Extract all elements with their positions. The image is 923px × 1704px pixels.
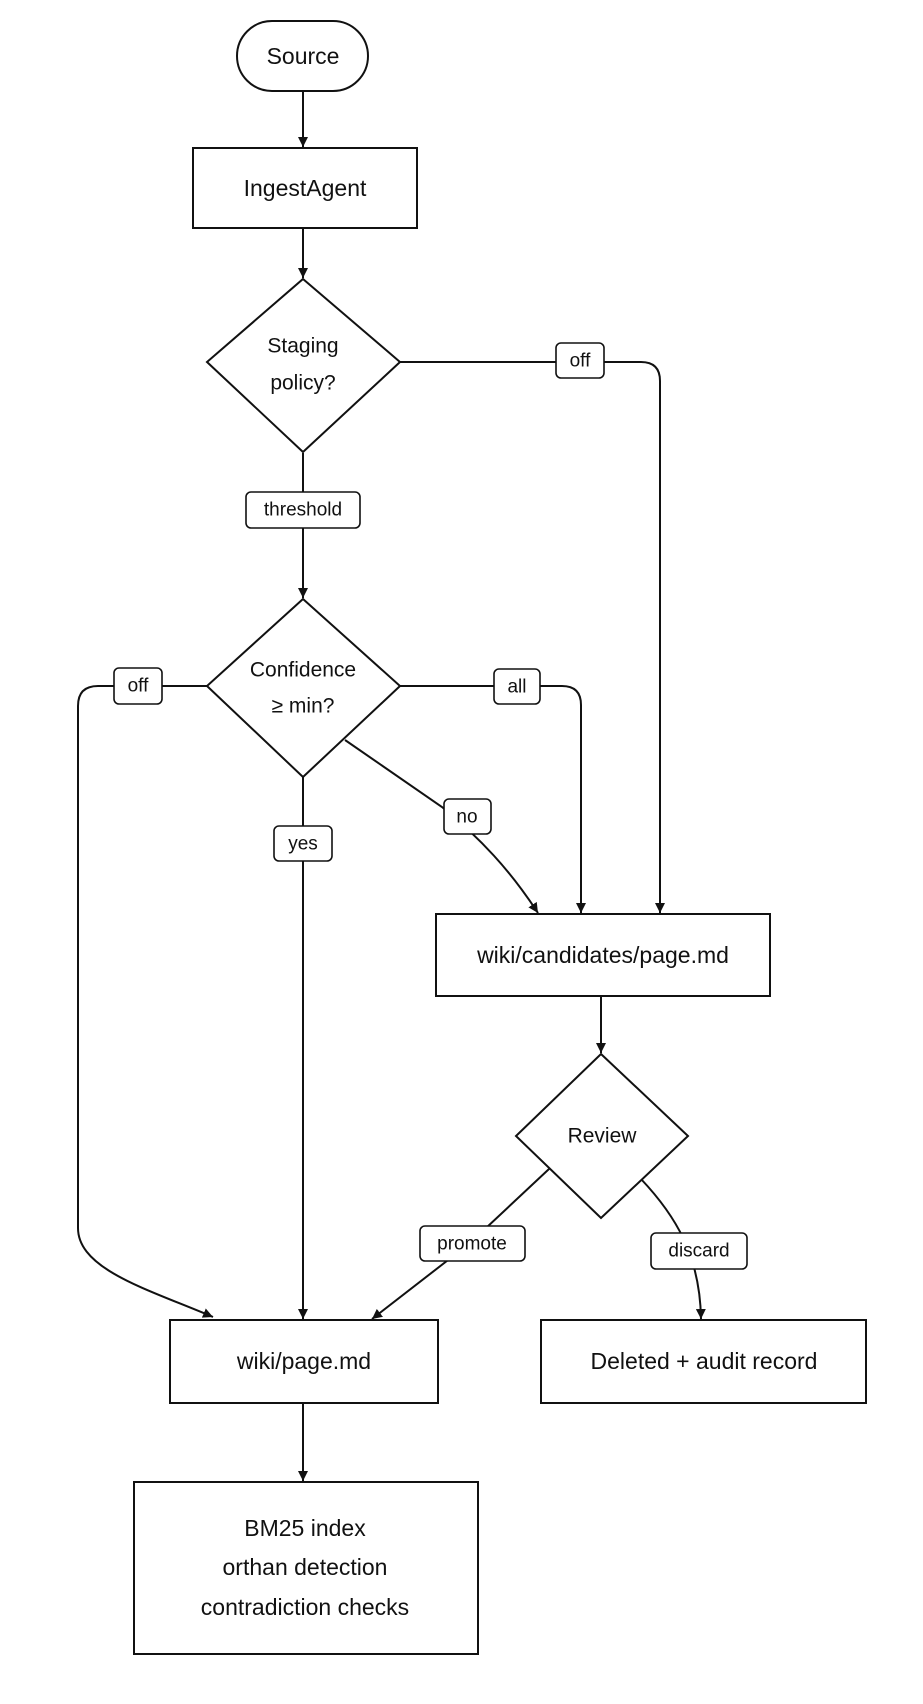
edge-label-confidence-off: off xyxy=(113,667,163,705)
staging-policy-label-line1: Staging xyxy=(267,335,338,358)
confidence-label-line1: Confidence xyxy=(250,659,356,682)
edge-confidence-no-to-candidates xyxy=(344,739,539,914)
edge-label-review-promote-text: promote xyxy=(437,1234,507,1255)
staging-policy-label-line2: policy? xyxy=(270,372,335,395)
staging-policy-decision: Staging policy? xyxy=(205,277,402,454)
edge-label-review-promote: promote xyxy=(419,1225,526,1262)
wiki-page-node: wiki/page.md xyxy=(169,1319,439,1404)
edge-label-confidence-no: no xyxy=(443,798,492,835)
edge-label-confidence-all-text: all xyxy=(507,677,526,698)
edge-label-review-discard-text: discard xyxy=(668,1241,729,1262)
index-node: BM25 index orthan detection contradictio… xyxy=(133,1481,479,1655)
ingest-agent-node: IngestAgent xyxy=(192,147,418,229)
edge-label-confidence-off-text: off xyxy=(128,676,150,697)
review-label: Review xyxy=(568,1125,638,1148)
edge-label-staging-threshold-text: threshold xyxy=(264,500,342,521)
index-label-line2: orthan detection xyxy=(223,1554,388,1580)
candidates-page-label: wiki/candidates/page.md xyxy=(476,942,729,968)
review-decision: Review xyxy=(514,1052,690,1220)
deleted-node: Deleted + audit record xyxy=(540,1319,867,1404)
candidates-page-node: wiki/candidates/page.md xyxy=(435,913,771,997)
wiki-page-label: wiki/page.md xyxy=(236,1348,371,1374)
edge-label-confidence-all: all xyxy=(493,668,541,705)
index-label-line1: BM25 index xyxy=(244,1515,366,1541)
confidence-decision: Confidence ≥ min? xyxy=(205,597,402,779)
ingest-agent-label: IngestAgent xyxy=(244,175,367,201)
edge-label-confidence-no-text: no xyxy=(456,807,477,828)
edge-label-staging-off: off xyxy=(555,342,605,379)
confidence-label-line2: ≥ min? xyxy=(272,695,335,718)
edge-label-staging-threshold: threshold xyxy=(245,491,361,529)
edges xyxy=(77,91,706,1481)
source-label: Source xyxy=(267,43,340,69)
edge-confidence-all-to-candidates xyxy=(400,685,586,913)
edge-label-staging-off-text: off xyxy=(570,351,592,372)
edge-label-confidence-yes: yes xyxy=(273,825,333,862)
index-label-line3: contradiction checks xyxy=(201,1594,409,1620)
edge-label-confidence-yes-text: yes xyxy=(288,834,318,855)
source-node: Source xyxy=(236,20,369,92)
edge-staging-off-to-candidates xyxy=(400,361,665,913)
deleted-label: Deleted + audit record xyxy=(591,1348,818,1374)
edge-confidence-off-to-wiki-page xyxy=(77,685,214,1318)
edge-label-review-discard: discard xyxy=(650,1232,748,1270)
